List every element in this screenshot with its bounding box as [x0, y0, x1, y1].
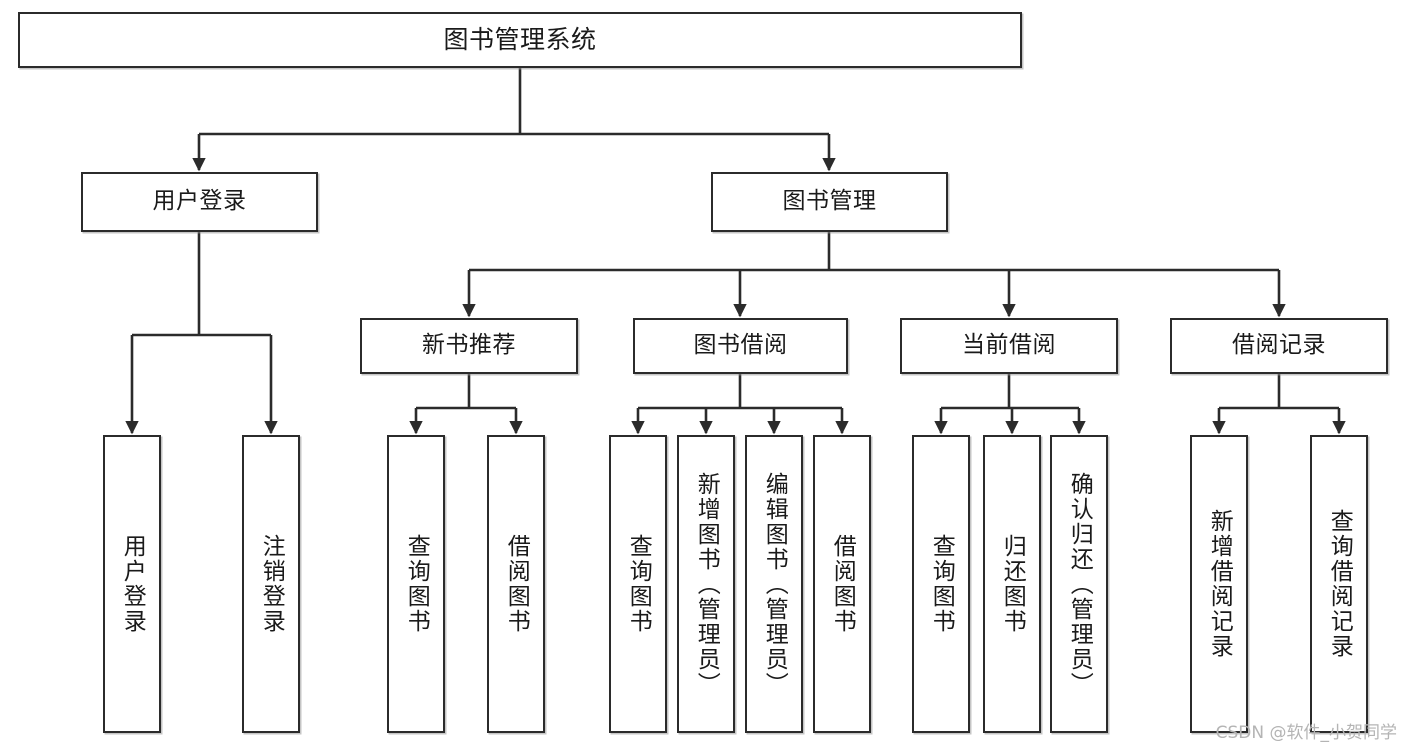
watermark: CSDN @软件_小贺同学 — [1215, 723, 1397, 743]
node-root-system[interactable]: 图书管理系统 — [18, 12, 1022, 68]
node-leaf-query-book-1[interactable]: 查询图书 — [387, 435, 445, 733]
node-new-book-rec-label: 新书推荐 — [422, 332, 516, 359]
node-leaf-return-book-label: 归还图书 — [999, 534, 1026, 634]
node-current-borrow[interactable]: 当前借阅 — [900, 318, 1118, 374]
node-leaf-borrow-book-1[interactable]: 借阅图书 — [487, 435, 545, 733]
node-user-login-label: 用户登录 — [152, 188, 247, 215]
node-leaf-confirm-return-label: 确认归还（管理员） — [1066, 471, 1093, 697]
node-leaf-query-book-2-label: 查询图书 — [625, 534, 652, 634]
node-root-system-label: 图书管理系统 — [443, 25, 597, 55]
node-leaf-edit-book[interactable]: 编辑图书（管理员） — [745, 435, 803, 733]
node-leaf-add-book-label: 新增图书（管理员） — [693, 471, 720, 697]
node-leaf-borrow-book-1-label: 借阅图书 — [503, 534, 530, 634]
node-leaf-user-login-label: 用户登录 — [119, 534, 146, 634]
node-new-book-rec[interactable]: 新书推荐 — [360, 318, 578, 374]
node-leaf-user-logout-label: 注销登录 — [258, 534, 285, 634]
node-leaf-query-book-1-label: 查询图书 — [403, 534, 430, 634]
node-book-manage-label: 图书管理 — [782, 188, 877, 215]
node-leaf-query-book-2[interactable]: 查询图书 — [609, 435, 667, 733]
node-leaf-add-record[interactable]: 新增借阅记录 — [1190, 435, 1248, 733]
node-book-borrow[interactable]: 图书借阅 — [633, 318, 848, 374]
node-leaf-query-book-3-label: 查询图书 — [928, 534, 955, 634]
node-leaf-edit-book-label: 编辑图书（管理员） — [761, 471, 788, 697]
node-leaf-add-book[interactable]: 新增图书（管理员） — [677, 435, 735, 733]
node-leaf-borrow-book-2-label: 借阅图书 — [829, 534, 856, 634]
node-borrow-record-label: 借阅记录 — [1232, 332, 1326, 359]
node-user-login[interactable]: 用户登录 — [81, 172, 318, 232]
node-current-borrow-label: 当前借阅 — [962, 332, 1056, 359]
node-leaf-query-record-label: 查询借阅记录 — [1326, 509, 1353, 659]
node-leaf-return-book[interactable]: 归还图书 — [983, 435, 1041, 733]
node-leaf-query-book-3[interactable]: 查询图书 — [912, 435, 970, 733]
node-book-borrow-label: 图书借阅 — [693, 332, 788, 359]
node-book-manage[interactable]: 图书管理 — [711, 172, 948, 232]
node-leaf-query-record[interactable]: 查询借阅记录 — [1310, 435, 1368, 733]
node-leaf-user-login[interactable]: 用户登录 — [103, 435, 161, 733]
node-leaf-borrow-book-2[interactable]: 借阅图书 — [813, 435, 871, 733]
node-leaf-add-record-label: 新增借阅记录 — [1206, 509, 1233, 659]
node-leaf-user-logout[interactable]: 注销登录 — [242, 435, 300, 733]
node-borrow-record[interactable]: 借阅记录 — [1170, 318, 1388, 374]
node-leaf-confirm-return[interactable]: 确认归还（管理员） — [1050, 435, 1108, 733]
